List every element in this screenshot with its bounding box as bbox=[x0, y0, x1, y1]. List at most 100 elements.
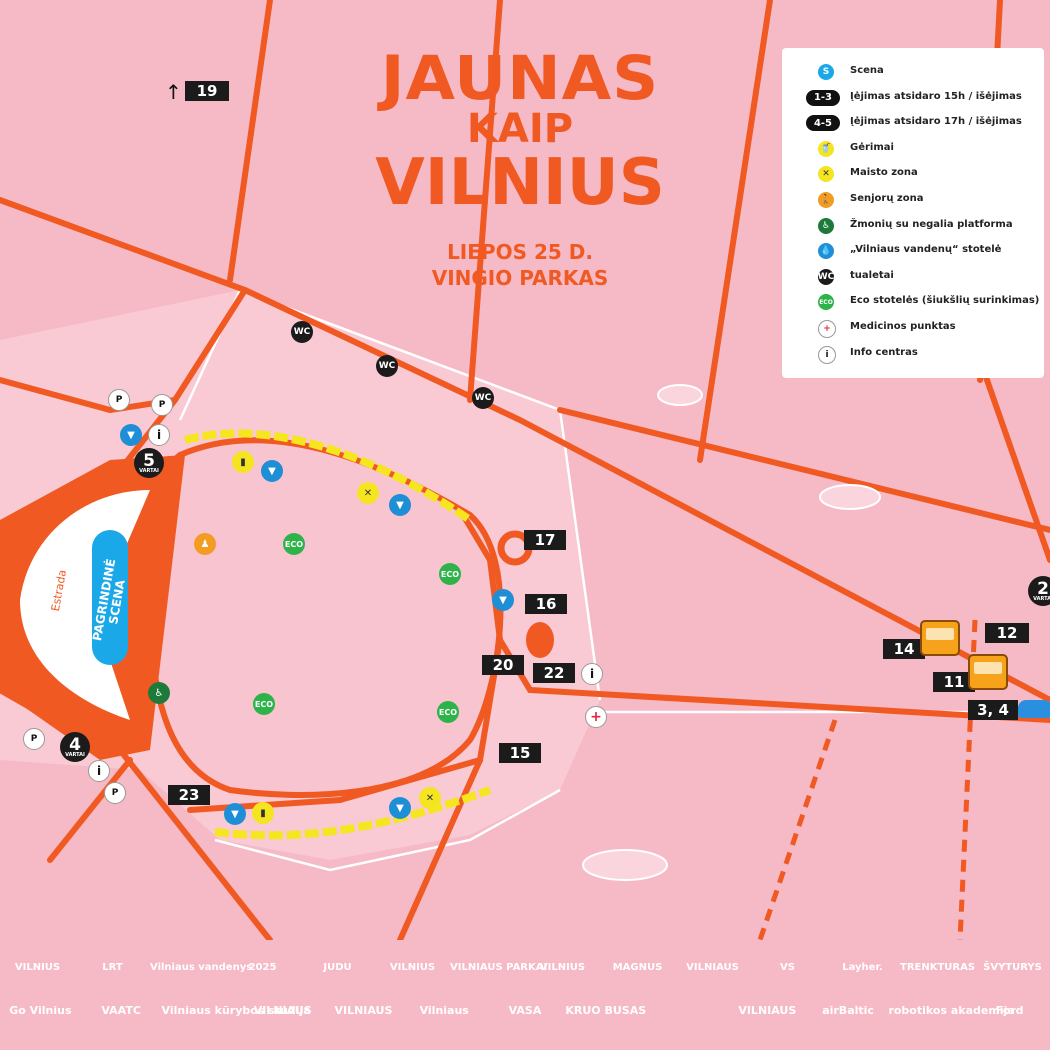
sponsor-logo: Ford bbox=[995, 1004, 1024, 1017]
sponsor-logo: Vilniaus vandenys bbox=[150, 962, 253, 973]
accessibility-icon: ♿ bbox=[148, 682, 170, 704]
eco-icon: ECO bbox=[818, 294, 834, 311]
parking-bike-icon: P bbox=[104, 782, 126, 804]
sponsor-logo: VAATC bbox=[101, 1004, 141, 1017]
marker-23: 23 bbox=[168, 785, 210, 805]
sponsor-logo: VS bbox=[780, 962, 795, 973]
info-icon: i bbox=[148, 424, 170, 446]
sponsor-logo: VILNIAUS PARKAI bbox=[450, 962, 548, 973]
marker-14: 14 bbox=[883, 639, 925, 659]
road-dashed-1 bbox=[757, 719, 838, 940]
legend-label: Eco stotelės (šiukšlių surinkimas) bbox=[850, 295, 1040, 307]
drink-icon: ▮ bbox=[232, 451, 254, 473]
sponsor-logo: VILNIAUS bbox=[686, 962, 739, 973]
wc-icon: WC bbox=[472, 387, 494, 409]
food-icon: ✕ bbox=[419, 787, 441, 809]
legend-label: Gėrimai bbox=[850, 141, 894, 153]
med-icon: + bbox=[818, 320, 836, 338]
eco-icon: ECO bbox=[283, 533, 305, 555]
marker-19: 19 bbox=[185, 81, 229, 101]
legend-label: „Vilniaus vandenų“ stotelė bbox=[850, 244, 1002, 256]
sponsor-logo: 2025 bbox=[248, 962, 277, 973]
sponsor-logo: VASA bbox=[508, 1004, 542, 1017]
legend-row: WC tualetai bbox=[782, 267, 1044, 287]
scene-icon: S bbox=[818, 64, 834, 80]
info-icon: i bbox=[88, 760, 110, 782]
sponsor-logo: VILNIUS bbox=[389, 962, 436, 973]
water-icon: ▼ bbox=[389, 494, 411, 516]
legend-label: Medicinos punktas bbox=[850, 321, 956, 332]
legend-row: 🥤 Gėrimai bbox=[782, 139, 1044, 159]
event-date: LIEPOS 25 D. bbox=[447, 240, 593, 264]
food-icon: ✕ bbox=[818, 166, 834, 183]
sponsor-logo: MAGNUS bbox=[612, 962, 663, 973]
water-icon: 💧 bbox=[818, 243, 834, 260]
sponsor-logo: ŠVYTURYS bbox=[983, 962, 1042, 973]
sponsor-logo: JUDU bbox=[323, 962, 352, 973]
title-line-3: VILNIUS bbox=[375, 146, 665, 220]
gate-pill-icon: 4-5 bbox=[806, 115, 840, 132]
balloon bbox=[526, 622, 554, 658]
bus-icon bbox=[968, 654, 1008, 690]
legend-label: Žmonių su negalia platforma bbox=[850, 218, 1013, 230]
water-icon: ▼ bbox=[389, 797, 411, 819]
legend-row: + Medicinos punktas bbox=[782, 318, 1044, 338]
legend-label: Įėjimas atsidaro 15h / išėjimas bbox=[850, 90, 1022, 102]
marker-16: 16 bbox=[525, 594, 567, 614]
parking-bike-icon: P bbox=[108, 389, 130, 411]
marker-3-4: 3, 4 bbox=[968, 700, 1018, 720]
sponsor-logo: VILNIAUS bbox=[738, 1004, 797, 1017]
legend-row: ♿Žmonių su negalia platforma bbox=[782, 216, 1044, 236]
sponsor-logo: VILNIUS bbox=[539, 962, 586, 973]
parking-bike-icon: P bbox=[151, 394, 173, 416]
legend-row: ✕ Maisto zona bbox=[782, 164, 1044, 184]
sponsor-logo: airBaltic bbox=[822, 1004, 874, 1017]
wc-icon: WC bbox=[376, 355, 398, 377]
marker-22: 22 bbox=[533, 663, 575, 683]
parking-bike-icon: P bbox=[23, 728, 45, 750]
senior-icon: 🚶 bbox=[818, 192, 834, 208]
sponsor-logo: Layher. bbox=[842, 962, 883, 973]
legend-row: 🚶Senjorų zona bbox=[782, 190, 1044, 210]
water-icon: ▼ bbox=[120, 424, 142, 446]
marker-15: 15 bbox=[499, 743, 541, 763]
gate-2: 2VARTAI bbox=[1028, 576, 1050, 606]
legend-row: S Scena bbox=[782, 62, 1044, 82]
sponsor-logo: KRUO BUSAS bbox=[565, 1004, 647, 1017]
car-icon bbox=[1018, 700, 1050, 718]
water-icon: ▼ bbox=[224, 803, 246, 825]
legend-row: 💧 „Vilniaus vandenų“ stotelė bbox=[782, 241, 1044, 261]
marker-17: 17 bbox=[524, 530, 566, 550]
title-line-1: JAUNAS bbox=[380, 43, 660, 115]
barrier-top bbox=[183, 429, 473, 524]
marker-12: 12 bbox=[985, 623, 1029, 643]
legend-label: Scena bbox=[850, 65, 884, 76]
wc-icon: WC bbox=[818, 268, 834, 285]
bus-icon bbox=[920, 620, 960, 656]
senior-icon: ♟ bbox=[194, 533, 216, 555]
arrow-north-icon: ↑ bbox=[165, 80, 182, 104]
legend-label: tualetai bbox=[850, 269, 894, 281]
legend-row: ECO Eco stotelės (šiukšlių surinkimas) bbox=[782, 292, 1044, 312]
map-legend: S Scena 1-3 Įėjimas atsidaro 15h / išėjimas… bbox=[782, 48, 1044, 378]
sponsor-logo: VILNIUS bbox=[14, 962, 61, 973]
sponsor-logo: robotikos akademija bbox=[888, 1004, 1015, 1017]
sponsor-logo: LRT bbox=[102, 962, 123, 973]
marker-11: 11 bbox=[933, 672, 975, 692]
legend-label: Maisto zona bbox=[850, 167, 918, 179]
eco-icon: ECO bbox=[439, 563, 461, 585]
drink-icon: 🥤 bbox=[818, 140, 834, 157]
eco-icon: ECO bbox=[253, 693, 275, 715]
drink-icon: ▮ bbox=[252, 802, 274, 824]
gate-pill-icon: 1-3 bbox=[806, 89, 840, 106]
sponsor-logo: Go Vilnius bbox=[9, 1004, 72, 1017]
sponsor-logo: VILNIAUS bbox=[253, 1004, 312, 1017]
sponsor-logo: Vilniaus kūrybos studija bbox=[161, 1004, 311, 1017]
event-place: VINGIO PARKAS bbox=[431, 266, 609, 290]
info-icon: i bbox=[581, 663, 603, 685]
road-dashed-2 bbox=[957, 619, 978, 940]
